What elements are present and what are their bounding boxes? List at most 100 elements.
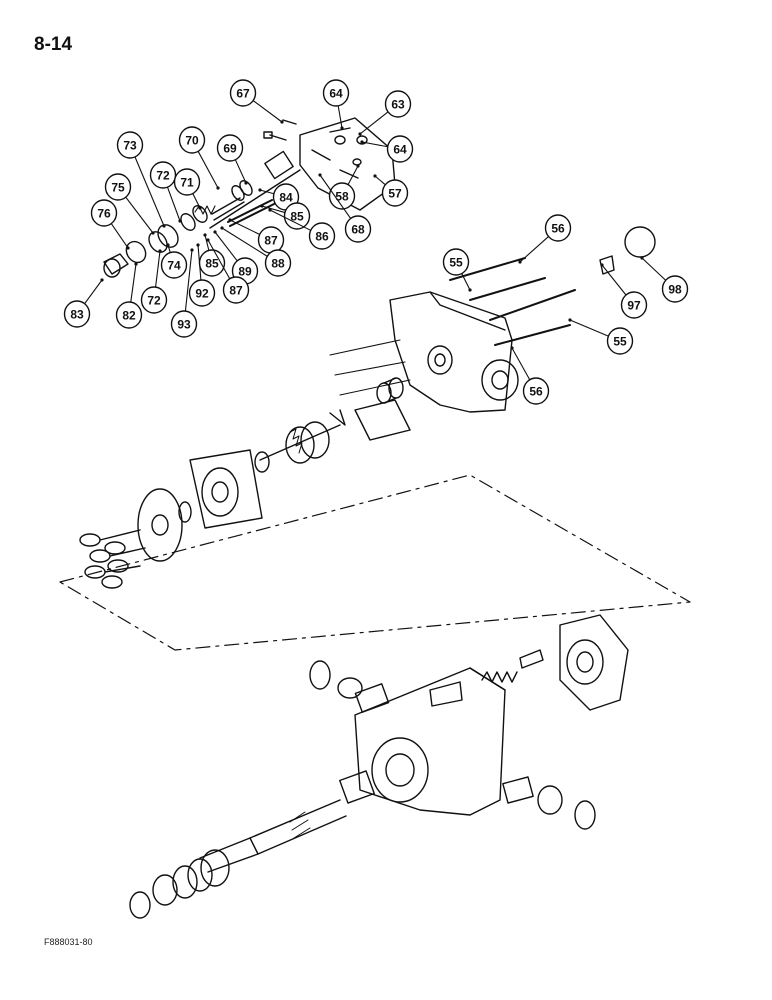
callout-leader-line xyxy=(125,197,154,234)
callout-leader-line xyxy=(197,151,219,189)
callout-leader-line xyxy=(84,279,103,304)
callout-arrowhead xyxy=(373,174,377,178)
callout-leader-line xyxy=(519,236,549,263)
callout-82: 82 xyxy=(115,262,143,329)
callout-bubble xyxy=(522,377,550,405)
callout-leader-line xyxy=(229,219,260,235)
callout-bubble xyxy=(160,251,188,279)
callout-number: 98 xyxy=(668,283,682,297)
callout-number: 83 xyxy=(70,308,84,322)
callout-number: 75 xyxy=(111,181,125,195)
callout-arrowhead xyxy=(162,224,166,228)
dashed-assembly-boundary xyxy=(59,474,691,651)
callout-leader-line xyxy=(197,244,202,281)
callout-number: 82 xyxy=(122,309,136,323)
callout-number: 86 xyxy=(315,230,329,244)
callout-number: 85 xyxy=(205,257,219,271)
callout-leader-line xyxy=(214,231,238,262)
callout-85: 85 xyxy=(260,202,311,230)
callout-bubble xyxy=(384,90,412,118)
callout-number: 88 xyxy=(271,257,285,271)
callout-number: 74 xyxy=(167,259,181,273)
callout-arrowhead xyxy=(318,173,322,177)
callout-56: 56 xyxy=(510,346,550,405)
callout-arrowhead xyxy=(196,243,200,247)
callout-number: 97 xyxy=(627,299,641,313)
callout-85: 85 xyxy=(198,233,226,277)
figure-code: F888031-80 xyxy=(44,937,93,947)
callout-leader-line xyxy=(184,249,193,312)
callout-bubble xyxy=(322,79,350,107)
control-valve-body xyxy=(299,117,396,211)
callout-bubble xyxy=(381,179,409,207)
callout-63: 63 xyxy=(358,90,412,136)
seal-ring xyxy=(624,226,656,258)
callout-number: 55 xyxy=(449,256,463,270)
callout-arrowhead xyxy=(100,278,104,282)
callout-arrowhead xyxy=(568,318,572,322)
callout-64: 64 xyxy=(360,135,414,163)
callout-56: 56 xyxy=(518,214,572,264)
callout-arrowhead xyxy=(356,164,360,168)
pump-housing xyxy=(329,255,615,441)
callout-number: 84 xyxy=(279,191,293,205)
callout-leader-line xyxy=(601,264,627,296)
callout-70: 70 xyxy=(178,126,220,190)
callout-69: 69 xyxy=(216,134,248,185)
valve-screw xyxy=(263,119,297,141)
callout-number: 58 xyxy=(335,190,349,204)
callout-leader-line xyxy=(221,227,268,257)
callout-67: 67 xyxy=(229,79,284,124)
callout-bubble xyxy=(308,222,336,250)
callout-leader-line xyxy=(641,257,666,281)
callout-bubble xyxy=(264,249,292,277)
callout-number: 63 xyxy=(391,98,405,112)
callout-arrowhead xyxy=(151,231,155,235)
callout-number: 64 xyxy=(393,143,407,157)
callout-arrowhead xyxy=(280,120,284,124)
page-number: 8-14 xyxy=(34,34,73,55)
callout-57: 57 xyxy=(373,174,409,207)
through-bolts xyxy=(449,257,576,346)
callout-bubble xyxy=(115,301,143,329)
callout-leader-line xyxy=(204,234,210,251)
bearing-assemblies xyxy=(309,660,596,830)
callout-leader-line xyxy=(155,250,161,288)
callout-arrowhead xyxy=(340,126,344,130)
callout-86: 86 xyxy=(268,208,336,250)
callout-75: 75 xyxy=(104,173,155,235)
callout-arrowhead xyxy=(358,132,362,136)
callout-64: 64 xyxy=(322,79,350,130)
callout-87: 87 xyxy=(228,218,285,254)
callout-bubble xyxy=(661,275,689,303)
callout-bubble xyxy=(104,173,132,201)
callout-arrowhead xyxy=(190,248,194,252)
callout-92: 92 xyxy=(188,243,216,307)
callout-leader-line xyxy=(130,263,137,303)
callout-number: 85 xyxy=(290,210,304,224)
callout-leader-line xyxy=(569,319,609,337)
callout-number: 56 xyxy=(551,222,565,236)
callout-leader-line xyxy=(269,209,311,231)
callout-bubble xyxy=(620,291,648,319)
shaft-bearing xyxy=(329,377,404,426)
callout-73: 73 xyxy=(116,131,166,228)
callout-leader-line xyxy=(374,175,386,185)
callout-88: 88 xyxy=(220,226,292,277)
callout-arrowhead xyxy=(360,140,364,144)
callout-bubble xyxy=(216,134,244,162)
callout-bubble xyxy=(149,161,177,189)
callout-arrowhead xyxy=(640,256,644,260)
callout-bubble xyxy=(140,286,168,314)
callout-number: 72 xyxy=(156,169,170,183)
callout-number: 70 xyxy=(185,134,199,148)
callout-number: 71 xyxy=(180,176,194,190)
callout-93: 93 xyxy=(170,248,198,338)
callout-leader-line xyxy=(166,187,181,222)
callout-bubble xyxy=(222,276,250,304)
callout-number: 72 xyxy=(147,294,161,308)
callout-arrowhead xyxy=(158,249,162,253)
callout-bubble xyxy=(188,279,216,307)
